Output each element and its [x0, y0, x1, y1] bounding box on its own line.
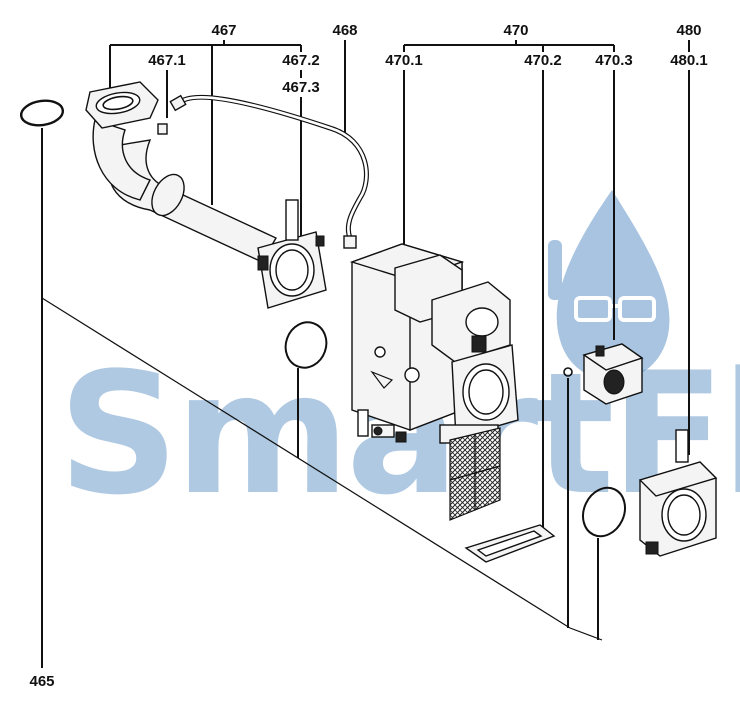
part-o-ring-2 — [582, 486, 626, 538]
label-467-2: 467.2 — [282, 52, 320, 69]
label-467-1: 467.1 — [148, 52, 186, 69]
label-470-2: 470.2 — [524, 52, 562, 69]
label-480-1: 480.1 — [670, 52, 708, 69]
part-480-flange — [638, 429, 718, 557]
part-465-o-ring — [19, 99, 65, 127]
leader-lines — [41, 40, 690, 668]
part-470-gas-valve — [349, 243, 519, 444]
label-480: 480 — [676, 22, 701, 39]
part-467-gas-pipe — [85, 81, 327, 309]
part-470-3-pressure-switch — [582, 343, 644, 405]
label-470-1: 470.1 — [385, 52, 423, 69]
labels: 467 467.1 467.2 467.3 468 470 470.1 470.… — [29, 22, 707, 690]
label-465: 465 — [29, 673, 54, 690]
label-467-3: 467.3 — [282, 79, 320, 96]
label-467: 467 — [211, 22, 236, 39]
part-468-impulse-tube — [169, 94, 369, 249]
label-468: 468 — [332, 22, 357, 39]
part-small-o-ring — [563, 367, 573, 377]
label-470-3: 470.3 — [595, 52, 633, 69]
part-470-2-filter — [449, 427, 556, 563]
mounting-plane-lines — [41, 297, 603, 641]
label-470: 470 — [503, 22, 528, 39]
part-o-ring-1 — [284, 321, 328, 369]
